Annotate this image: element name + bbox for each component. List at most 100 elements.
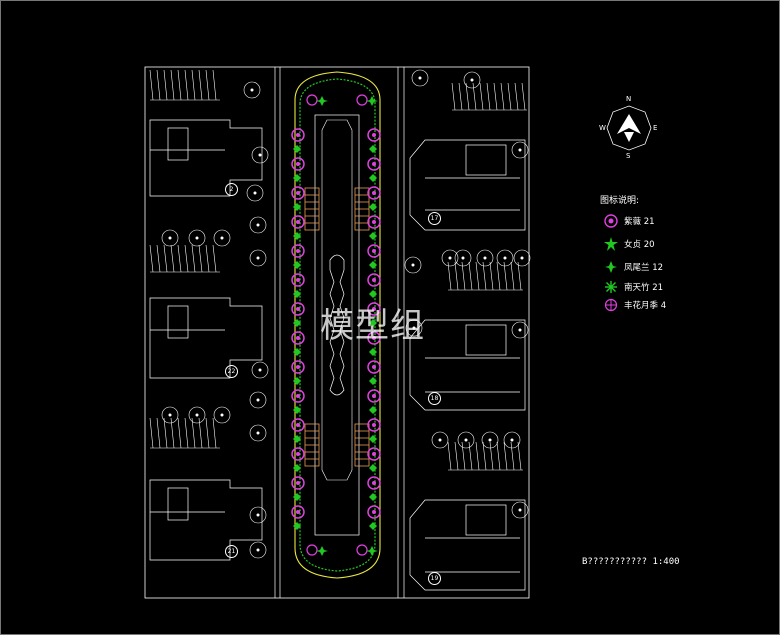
compass-w: W bbox=[599, 124, 606, 132]
parking-stall bbox=[205, 244, 210, 273]
central-garden bbox=[291, 71, 381, 579]
parking-stall bbox=[212, 417, 217, 449]
parking-stall bbox=[163, 417, 168, 449]
tree-icon bbox=[411, 69, 429, 87]
nandina-icon bbox=[369, 435, 377, 443]
crape-myrtle-center bbox=[296, 162, 300, 166]
tree-center bbox=[488, 438, 492, 442]
building-number: 22 bbox=[225, 365, 238, 378]
parking-stall bbox=[507, 82, 512, 111]
crape-myrtle-icon bbox=[291, 389, 305, 403]
tree-icon bbox=[431, 431, 449, 449]
tree-center bbox=[418, 76, 422, 80]
tree-center bbox=[258, 368, 262, 372]
tree-center bbox=[411, 263, 415, 267]
parking-stall bbox=[503, 261, 508, 291]
crape-myrtle-icon bbox=[367, 186, 381, 200]
legend-item-rose: 丰花月季 4 bbox=[604, 297, 666, 313]
parking-stall bbox=[184, 244, 189, 273]
parking-stall bbox=[447, 261, 452, 291]
tree-icon bbox=[246, 184, 264, 202]
legend-label: 凤尾兰 12 bbox=[624, 263, 664, 273]
parking-stall bbox=[149, 244, 154, 273]
parking-stall bbox=[479, 82, 484, 111]
tree-center bbox=[464, 438, 468, 442]
street-trees bbox=[161, 69, 531, 559]
nandina-icon bbox=[293, 174, 301, 182]
crape-myrtle-icon bbox=[291, 418, 305, 432]
crape-myrtle-icon bbox=[291, 360, 305, 374]
crape-myrtle-icon bbox=[291, 447, 305, 461]
crape-myrtle-icon bbox=[367, 389, 381, 403]
compass-s: S bbox=[626, 152, 631, 160]
tree-icon bbox=[161, 406, 179, 424]
tree-icon bbox=[511, 501, 529, 519]
building-number: 17 bbox=[428, 212, 441, 225]
tree-center bbox=[483, 256, 487, 260]
nandina-icon bbox=[293, 319, 301, 327]
scale-label: B??????????? 1:400 bbox=[582, 557, 680, 567]
crape-myrtle-icon bbox=[291, 331, 305, 345]
crape-myrtle-icon bbox=[367, 360, 381, 374]
tree-icon bbox=[503, 431, 521, 449]
parking-stall bbox=[156, 69, 161, 101]
crape-myrtle-center bbox=[296, 249, 300, 253]
crape-myrtle-icon bbox=[367, 273, 381, 287]
parking-stall bbox=[517, 261, 522, 291]
crape-myrtle-icon bbox=[291, 244, 305, 258]
parking-stall bbox=[489, 441, 494, 471]
rose-icon bbox=[356, 94, 368, 106]
parking-stall bbox=[149, 69, 154, 101]
tree-center bbox=[256, 431, 260, 435]
crape-myrtle-center bbox=[372, 394, 376, 398]
tree-center bbox=[195, 236, 199, 240]
crape-myrtle-icon bbox=[367, 157, 381, 171]
tree-icon bbox=[463, 71, 481, 89]
compass-n: N bbox=[626, 95, 632, 103]
crape-myrtle-center bbox=[372, 452, 376, 456]
parking-stall bbox=[156, 244, 161, 273]
tree-icon bbox=[249, 506, 267, 524]
crape-myrtle-center bbox=[372, 510, 376, 514]
tree-center bbox=[256, 513, 260, 517]
parking-stall bbox=[198, 69, 203, 101]
yucca-icon bbox=[605, 261, 617, 273]
crape-myrtle-center bbox=[296, 220, 300, 224]
parking-stall bbox=[468, 441, 473, 471]
crape-myrtle-center bbox=[372, 249, 376, 253]
nandina-icon bbox=[369, 145, 377, 153]
nandina-icon bbox=[293, 493, 301, 501]
nandina-icon bbox=[293, 203, 301, 211]
crape-myrtle-center bbox=[372, 336, 376, 340]
legend-label: 南天竹 21 bbox=[624, 283, 664, 293]
crape-myrtle-center bbox=[372, 423, 376, 427]
north-arrow-icon bbox=[606, 105, 652, 151]
tree-icon bbox=[249, 216, 267, 234]
rose-icon bbox=[356, 544, 368, 556]
nandina-icon bbox=[369, 174, 377, 182]
tree-center bbox=[470, 78, 474, 82]
parking-stall bbox=[493, 82, 498, 111]
parking-stall bbox=[510, 261, 515, 291]
legend-item-privet: 女贞 20 bbox=[604, 236, 655, 252]
legend-label: 紫薇 21 bbox=[624, 217, 655, 227]
road-edges bbox=[274, 67, 405, 598]
tree-icon bbox=[213, 406, 231, 424]
crape-myrtle-icon bbox=[291, 505, 305, 519]
yucca-icon bbox=[366, 546, 378, 556]
parking-stall bbox=[521, 82, 526, 111]
tree-center bbox=[518, 148, 522, 152]
legend-item-yucca: 凤尾兰 12 bbox=[604, 259, 663, 275]
parking-stall bbox=[184, 69, 189, 101]
tree-center bbox=[253, 191, 257, 195]
crape-myrtle-icon bbox=[367, 331, 381, 345]
nandina-icon bbox=[293, 232, 301, 240]
tree-icon bbox=[476, 249, 494, 267]
crape-myrtle-icon bbox=[291, 302, 305, 316]
tree-center bbox=[461, 256, 465, 260]
nandina-icon bbox=[293, 435, 301, 443]
parking-stall bbox=[482, 441, 487, 471]
tree-icon bbox=[481, 431, 499, 449]
nandina-icon bbox=[293, 406, 301, 414]
